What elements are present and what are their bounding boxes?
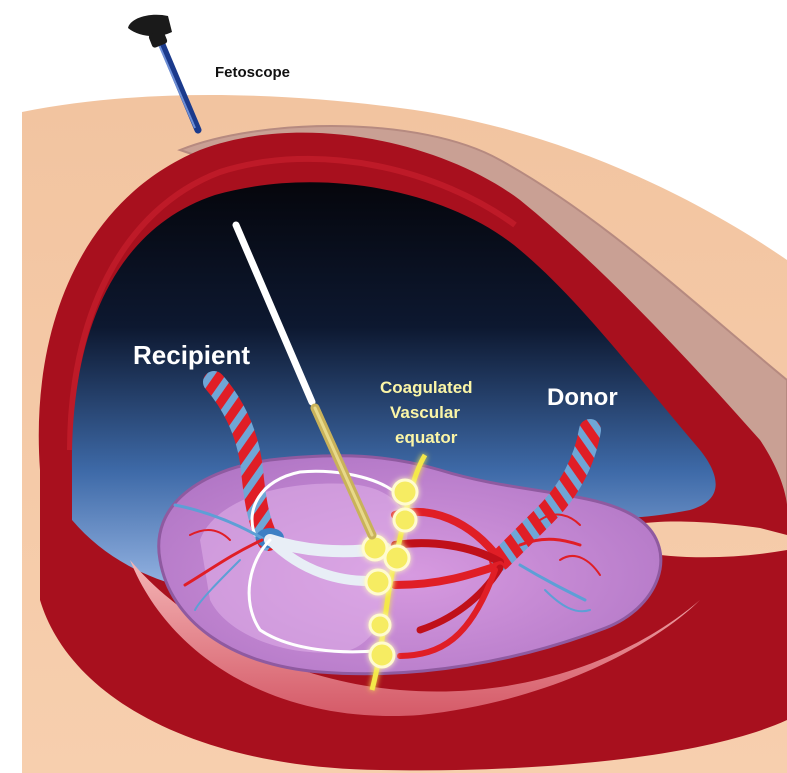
equator-label-line2: Vascular	[390, 403, 460, 422]
equator-label-line3: equator	[395, 428, 458, 447]
equator-label-line1: Coagulated	[380, 378, 473, 397]
fetoscope-eyepiece-icon	[128, 15, 172, 36]
donor-label: Donor	[547, 384, 618, 411]
fetoscope-label: Fetoscope	[215, 64, 290, 81]
recipient-label: Recipient	[133, 340, 250, 370]
